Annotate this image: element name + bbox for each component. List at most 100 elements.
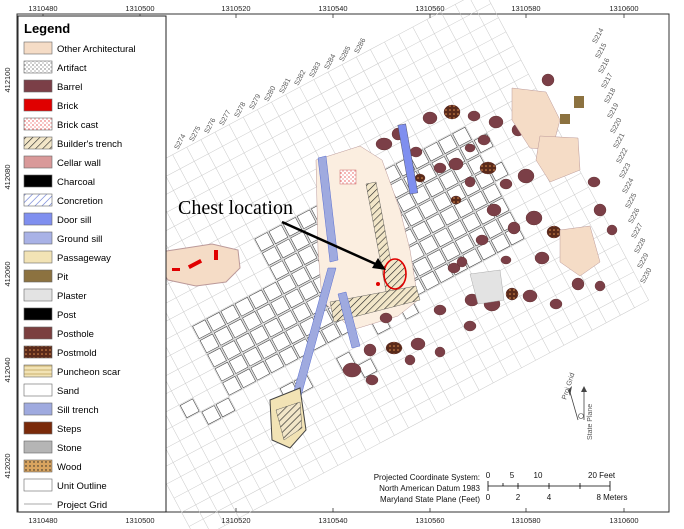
posthole — [488, 115, 504, 129]
x-tick-top: 1310560 — [415, 4, 444, 13]
legend-swatch — [23, 421, 53, 435]
posthole-features — [342, 73, 618, 386]
posthole — [571, 277, 585, 291]
x-tick-top: 1310480 — [28, 4, 57, 13]
unit-outline — [257, 339, 277, 360]
posthole — [363, 343, 377, 357]
unit-outline — [404, 206, 424, 227]
unit-outline — [220, 304, 241, 325]
legend-swatch — [23, 440, 53, 454]
unit-outline — [269, 260, 290, 280]
legend-item-label: Brick — [57, 101, 78, 112]
x-tick-bottom: 1310580 — [511, 516, 540, 525]
posthole — [422, 111, 438, 125]
unit-outline — [221, 340, 242, 360]
posthole — [463, 320, 477, 332]
posthole — [541, 73, 555, 87]
x-tick-bottom: 1310480 — [28, 516, 57, 525]
unit-outline — [201, 405, 222, 425]
unit-outline — [411, 220, 432, 241]
unit-outline — [291, 266, 311, 287]
posthole — [414, 173, 426, 183]
unit-outline — [290, 231, 310, 251]
posthole — [486, 203, 502, 217]
posthole — [499, 178, 513, 190]
legend-item-label: Other Architectural — [57, 44, 136, 55]
legend-item-label: Wood — [57, 462, 82, 473]
posthole — [447, 262, 461, 274]
scale-feet-10: 10 — [534, 471, 543, 480]
unit-outline — [215, 397, 236, 418]
projection-line2: North American Datum 1983 — [379, 484, 480, 493]
callout-arrow — [281, 220, 381, 268]
legend-swatch — [23, 326, 53, 340]
unit-outline — [214, 361, 235, 382]
posthole — [434, 346, 446, 358]
posthole — [433, 304, 447, 316]
unit-outline — [440, 241, 461, 262]
legend-item-label: Steps — [57, 424, 82, 435]
unit-outline — [199, 333, 220, 354]
legend-item-label: Charcoal — [57, 177, 95, 188]
unit-outline — [357, 358, 378, 378]
unit-outline — [254, 231, 275, 252]
legend-item-label: Artifact — [57, 63, 87, 74]
legend-item-label: Ground sill — [57, 234, 102, 245]
posthole — [549, 298, 563, 310]
unit-outline — [206, 311, 227, 332]
unit-outline — [234, 296, 255, 317]
unit-outline — [271, 331, 291, 352]
unit-outline — [261, 246, 282, 266]
unit-outline — [235, 332, 256, 353]
legend-item-label: Sill trench — [57, 405, 99, 416]
posthole — [517, 168, 535, 184]
unit-outline — [296, 209, 317, 230]
unit-outline — [439, 205, 460, 226]
unit-outline — [468, 190, 488, 211]
unit-outline — [419, 235, 439, 255]
unit-outline — [249, 325, 270, 345]
unit-outline — [285, 324, 306, 344]
unit-outline — [412, 256, 433, 277]
legend-swatch — [23, 155, 53, 169]
unit-outline — [222, 375, 242, 396]
posthole — [409, 146, 423, 158]
unit-outline — [270, 295, 291, 316]
unit-outline — [297, 245, 318, 265]
legend-swatch — [23, 41, 53, 55]
y-tick: 412020 — [3, 453, 12, 478]
unit-outline — [467, 155, 487, 175]
legend-swatch — [23, 383, 53, 397]
y-tick: 412100 — [3, 67, 12, 92]
legend-item-label: Barrel — [57, 82, 82, 93]
legend-item-label: Sand — [57, 386, 79, 397]
legend-swatch — [23, 345, 53, 359]
unit-outline — [242, 346, 263, 367]
unit-outline — [461, 212, 482, 233]
x-tick-top: 1310540 — [318, 4, 347, 13]
legend-swatch — [23, 478, 53, 492]
unit-outline — [207, 347, 227, 368]
scale-m-0: 0 — [486, 493, 491, 502]
legend-swatch — [23, 136, 53, 150]
posthole — [456, 256, 468, 268]
unit-outline — [276, 238, 296, 259]
unit-outline — [438, 170, 459, 190]
unit-outline — [248, 289, 269, 310]
posthole — [593, 203, 607, 217]
posthole — [443, 104, 461, 120]
unit-outline — [418, 199, 438, 219]
posthole — [522, 289, 538, 303]
posthole — [342, 362, 362, 378]
posthole — [534, 251, 550, 265]
posthole — [477, 134, 491, 146]
posthole — [433, 162, 447, 174]
unit-outline — [283, 252, 304, 273]
projection-line3: Maryland State Plane (Feet) — [380, 495, 480, 504]
chest-location-marker — [383, 258, 407, 290]
legend-title: Legend — [24, 21, 70, 36]
unit-outline — [276, 274, 297, 295]
legend-swatch — [23, 60, 53, 74]
posthole — [375, 137, 393, 151]
legend-item-label: Project Grid — [57, 500, 107, 511]
